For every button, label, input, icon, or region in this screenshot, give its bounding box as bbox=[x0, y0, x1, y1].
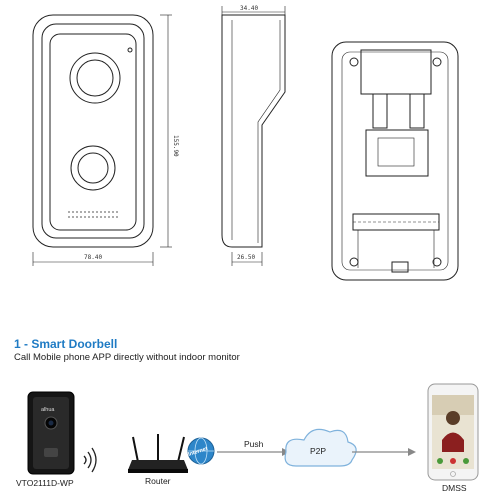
p2p-label: P2P bbox=[310, 446, 327, 456]
dmss-app-label: DMSS bbox=[442, 483, 467, 493]
router-image bbox=[128, 434, 188, 473]
push-label: Push bbox=[244, 439, 264, 449]
section-title: 1 - Smart Doorbell bbox=[14, 337, 118, 351]
p2p-cloud-icon bbox=[284, 428, 357, 467]
section-subtitle: Call Mobile phone APP directly without i… bbox=[14, 352, 240, 363]
wifi-icon bbox=[83, 447, 97, 473]
back-view-drawing bbox=[331, 41, 459, 281]
mobile-phone-image bbox=[427, 383, 479, 481]
front-height-dimension: 155.90 bbox=[172, 135, 179, 157]
side-top-dimension: 34.40 bbox=[240, 5, 258, 12]
router-label: Router bbox=[145, 476, 171, 486]
doorbell-device-image bbox=[27, 391, 75, 475]
internet-label: Internet bbox=[187, 446, 208, 458]
front-view-drawing bbox=[32, 14, 172, 266]
side-view-drawing bbox=[221, 6, 286, 266]
front-width-dimension: 78.40 bbox=[84, 254, 102, 261]
device-brand-text: alhua bbox=[41, 407, 55, 413]
device-model-label: VTO2111D-WP bbox=[16, 478, 74, 488]
side-bottom-dimension: 26.50 bbox=[237, 254, 255, 261]
technical-drawings: 155.90 78.40 34.40 26.50 bbox=[32, 5, 459, 281]
internet-globe-icon bbox=[187, 437, 215, 465]
